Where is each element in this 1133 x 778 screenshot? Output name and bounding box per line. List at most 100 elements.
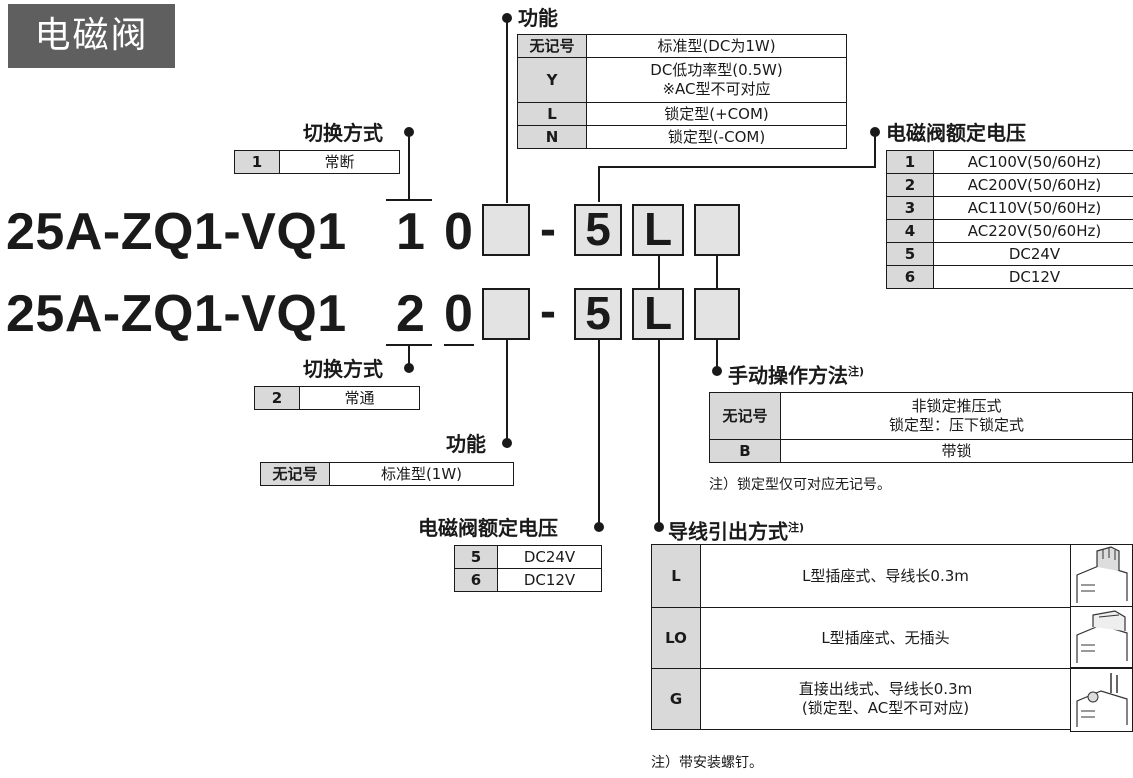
code-cell: B bbox=[709, 439, 781, 463]
code-cell: G bbox=[651, 668, 701, 730]
code-cell: L bbox=[651, 544, 701, 608]
desc-cell: DC12V bbox=[497, 568, 602, 592]
desc-cell: L型插座式、导线长0.3m bbox=[700, 544, 1071, 608]
lead-connector-top bbox=[658, 254, 660, 296]
table-row: N 锁定型(-COM) bbox=[517, 125, 847, 149]
function-bottom-table: 无记号 标准型(1W) bbox=[260, 462, 514, 486]
desc-line: ※AC型不可对应 bbox=[662, 80, 771, 98]
manual-note: 注）锁定型仅可对应无记号。 bbox=[709, 477, 891, 493]
voltage-bottom-leader bbox=[598, 340, 600, 526]
lead-table: L L型插座式、导线长0.3m LO L型插座式、无插头 G 直接出线式、导线长… bbox=[651, 544, 1071, 730]
lead-heading-sup: 注) bbox=[788, 521, 805, 534]
code-cell: 无记号 bbox=[517, 34, 587, 58]
desc-cell: 常断 bbox=[279, 150, 400, 174]
model-function-box-1 bbox=[482, 204, 530, 256]
code-cell: 无记号 bbox=[709, 392, 781, 440]
switch-no-dot bbox=[404, 363, 414, 373]
lead-heading: 导线引出方式注) bbox=[668, 516, 804, 544]
table-row: LO L型插座式、无插头 bbox=[651, 607, 1071, 669]
desc-cell: 常通 bbox=[299, 386, 420, 410]
switch-no-heading: 切换方式 bbox=[303, 357, 383, 381]
function-bottom-dot bbox=[502, 438, 512, 448]
table-row: L 锁定型(+COM) bbox=[517, 102, 847, 126]
switch-nc-underline bbox=[386, 199, 432, 201]
lead-leader bbox=[658, 340, 660, 526]
voltage-top-leader-h bbox=[598, 166, 876, 168]
voltage-top-leader-v1 bbox=[874, 132, 876, 168]
model-lead-box-1: L bbox=[632, 204, 684, 256]
desc-cell: DC12V bbox=[933, 265, 1133, 289]
code-cell: 1 bbox=[886, 150, 934, 174]
table-row: B 带锁 bbox=[709, 439, 1133, 463]
model-prefix-1: 25A-ZQ1-VQ1 bbox=[6, 203, 347, 261]
code-cell: LO bbox=[651, 607, 701, 669]
switch-no-leader bbox=[408, 344, 410, 366]
desc-cell: DC24V bbox=[497, 545, 602, 569]
desc-cell: DC24V bbox=[933, 242, 1133, 266]
table-row: G 直接出线式、导线长0.3m (锁定型、AC型不可对应) bbox=[651, 668, 1071, 730]
function-top-leader bbox=[506, 18, 508, 203]
function-top-heading: 功能 bbox=[518, 6, 558, 30]
desc-line: 锁定型：压下锁定式 bbox=[888, 416, 1024, 434]
desc-cell: 锁定型(+COM) bbox=[586, 102, 847, 126]
code-cell: 5 bbox=[886, 242, 934, 266]
desc-cell: 标准型(1W) bbox=[329, 462, 514, 486]
voltage-bottom-heading: 电磁阀额定电压 bbox=[418, 516, 558, 540]
table-row: 1 常断 bbox=[234, 150, 400, 174]
table-row: L L型插座式、导线长0.3m bbox=[651, 544, 1071, 608]
code-cell: 2 bbox=[886, 173, 934, 197]
voltage-bottom-dot bbox=[594, 522, 604, 532]
manual-heading-sup: 注) bbox=[848, 365, 865, 378]
desc-cell: AC220V(50/60Hz) bbox=[933, 219, 1133, 243]
table-row: 无记号 标准型(DC为1W) bbox=[517, 34, 847, 58]
desc-cell: L型插座式、无插头 bbox=[700, 607, 1071, 669]
switch-nc-table: 1 常断 bbox=[234, 150, 400, 174]
function-top-table: 无记号 标准型(DC为1W) Y DC低功率型(0.5W) ※AC型不可对应 L… bbox=[517, 34, 847, 149]
desc-line: 非锁定推压式 bbox=[911, 397, 1002, 415]
code-cell: 4 bbox=[886, 219, 934, 243]
model-dash-2: - bbox=[540, 285, 556, 338]
model-voltage-box-1: 5 bbox=[574, 204, 622, 256]
model-manual-box-2 bbox=[694, 288, 740, 340]
code-cell: L bbox=[517, 102, 587, 126]
desc-cell: AC110V(50/60Hz) bbox=[933, 196, 1133, 220]
voltage-top-leader-v2 bbox=[598, 166, 600, 202]
manual-connector-top bbox=[716, 254, 718, 296]
code-cell: 6 bbox=[454, 568, 498, 592]
code-cell: 3 bbox=[886, 196, 934, 220]
desc-line: (锁定型、AC型不可对应) bbox=[801, 699, 970, 717]
desc-cell: 带锁 bbox=[780, 439, 1133, 463]
code-cell: 1 bbox=[234, 150, 280, 174]
zero-underline bbox=[444, 344, 474, 346]
desc-line: DC低功率型(0.5W) bbox=[650, 61, 783, 79]
desc-cell: 非锁定推压式 锁定型：压下锁定式 bbox=[780, 392, 1133, 440]
manual-table: 无记号 非锁定推压式 锁定型：压下锁定式 B 带锁 bbox=[709, 392, 1133, 463]
connector-lo-illustration bbox=[1070, 606, 1133, 668]
lead-dot bbox=[654, 522, 664, 532]
desc-cell: AC200V(50/60Hz) bbox=[933, 173, 1133, 197]
grommet-g-illustration bbox=[1070, 668, 1133, 732]
manual-heading: 手动操作方法注) bbox=[728, 360, 864, 388]
model-voltage-box-2: 5 bbox=[574, 288, 622, 340]
function-bottom-heading: 功能 bbox=[446, 432, 486, 456]
desc-cell: 直接出线式、导线长0.3m (锁定型、AC型不可对应) bbox=[700, 668, 1071, 730]
switch-nc-heading: 切换方式 bbox=[303, 121, 383, 145]
table-row: 无记号 标准型(1W) bbox=[260, 462, 514, 486]
desc-cell: AC100V(50/60Hz) bbox=[933, 150, 1133, 174]
switch-no-table: 2 常通 bbox=[254, 386, 420, 410]
model-dash-1: - bbox=[540, 203, 556, 256]
switch-nc-leader bbox=[408, 132, 410, 200]
manual-dot bbox=[712, 366, 722, 376]
table-row: 2 常通 bbox=[254, 386, 420, 410]
table-row: Y DC低功率型(0.5W) ※AC型不可对应 bbox=[517, 57, 847, 103]
model-switch-digit-2: 2 bbox=[396, 285, 425, 343]
